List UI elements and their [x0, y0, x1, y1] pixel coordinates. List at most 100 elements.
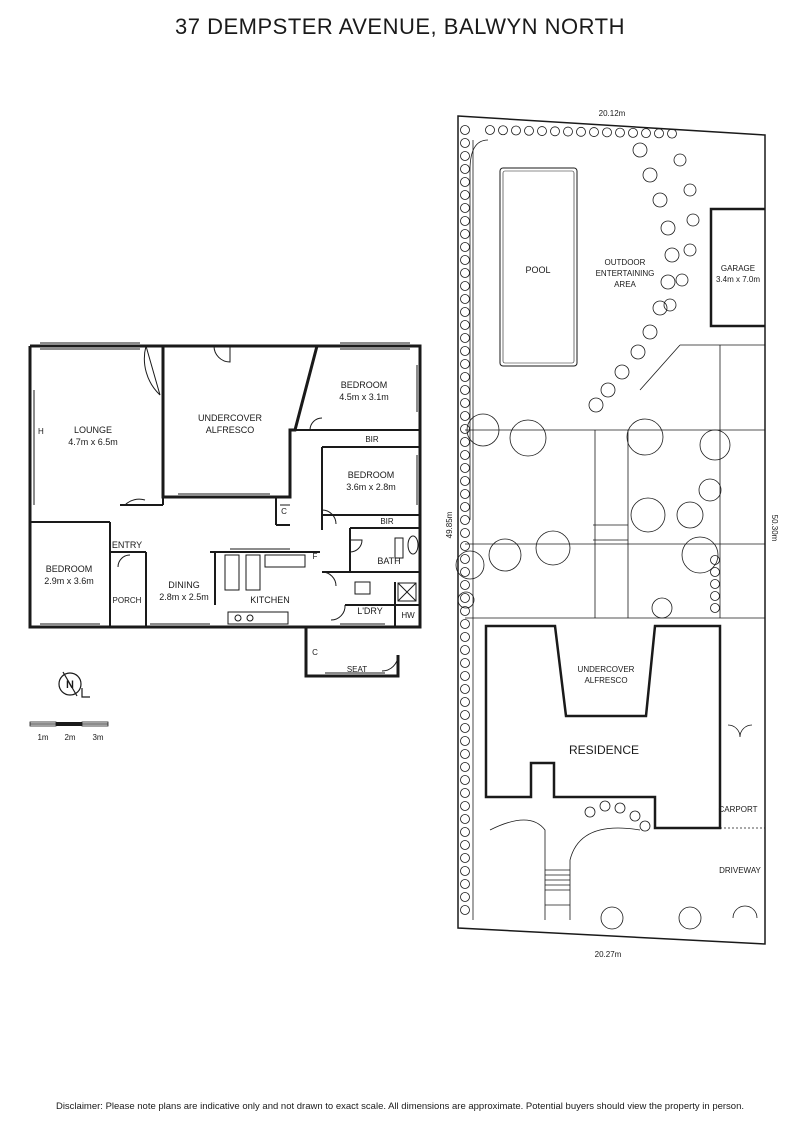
site-alfresco-1: UNDERCOVER: [578, 665, 635, 674]
tree: [678, 906, 702, 930]
hedge-shrub: [460, 684, 470, 694]
hedge-shrub: [589, 127, 599, 137]
pool-outline: [499, 167, 578, 367]
site-boundary: [457, 115, 766, 945]
hedge-shrub: [460, 359, 470, 369]
hedge-shrub: [460, 762, 470, 772]
hedge-shrub: [614, 802, 626, 814]
bedroom-2-size: 3.6m x 2.8m: [346, 482, 396, 492]
hedge-shrub: [654, 128, 664, 139]
c-2-label: C: [312, 648, 318, 657]
hedge-shrub: [460, 749, 470, 759]
entry-label: ENTRY: [112, 540, 142, 550]
hedge-shrub: [460, 710, 470, 720]
hedge-shrub: [460, 827, 470, 837]
hedge-shrub: [460, 671, 470, 681]
hedge-shrub: [460, 723, 470, 733]
floor-plan-kitchen-fixtures: [224, 535, 419, 625]
hedge-shrub: [460, 879, 470, 889]
hedge-shrub: [584, 806, 596, 818]
tree: [535, 530, 571, 566]
hedge-shrub: [460, 411, 470, 421]
hedge-shrub: [615, 127, 625, 138]
hedge-shrub: [588, 397, 604, 413]
garden-paths: [465, 139, 765, 920]
hedge-shrub: [686, 213, 700, 227]
hedge-shrub: [460, 268, 470, 278]
hedge-shrub: [460, 840, 470, 850]
hedges-and-trees: [455, 125, 731, 930]
hedge-shrub: [498, 125, 508, 136]
hedge-shrub: [460, 489, 470, 499]
bath-label: BATH: [377, 556, 400, 566]
hedge-shrub: [460, 190, 470, 200]
hedge-shrub: [460, 307, 470, 317]
residence-label: RESIDENCE: [569, 743, 639, 757]
scale-bar: 1m 2m 3m: [29, 721, 109, 742]
tree: [651, 597, 673, 619]
hedge-shrub: [460, 281, 470, 291]
hedge-shrub: [460, 138, 470, 148]
hedge-shrub: [639, 820, 651, 832]
hedge-shrub: [632, 142, 648, 158]
dim-left: 49.85m: [445, 511, 454, 538]
gates: [727, 724, 758, 919]
hedge-shrub: [460, 151, 470, 161]
scale-1m: 1m: [37, 733, 48, 742]
bedroom-2-label: BEDROOM: [348, 470, 395, 480]
hedge-shrub: [630, 344, 646, 360]
hedge-shrub: [460, 567, 470, 577]
f-label: F: [313, 552, 318, 561]
floor-plan-outer-wall: [28, 344, 422, 629]
hedge-shrub: [460, 450, 470, 460]
hedge-shrub: [460, 814, 470, 824]
hedge-shrub: [460, 554, 470, 564]
hedge-shrub: [460, 216, 470, 226]
hedge-shrub: [460, 476, 470, 486]
hedge-shrub: [675, 273, 689, 287]
tree: [676, 501, 704, 529]
hedge-shrub: [460, 580, 470, 590]
tree: [630, 497, 666, 533]
site-alfresco-2: ALFRESCO: [584, 676, 627, 685]
hedge-shrub: [683, 243, 697, 257]
outdoor-label-2: ENTERTAINING: [596, 269, 655, 278]
c-1-label: C: [281, 507, 287, 516]
tree: [457, 591, 475, 609]
hedge-shrub: [614, 364, 630, 380]
hedge-shrub: [683, 183, 697, 197]
dim-bottom: 20.27m: [595, 950, 622, 959]
hedge-shrub: [663, 298, 677, 312]
hedge-shrub: [460, 645, 470, 655]
tree: [626, 418, 664, 456]
lounge-label: LOUNGE: [74, 425, 112, 435]
h-label: H: [38, 427, 44, 436]
floor-plan-doors: [117, 345, 399, 672]
floor-plan-interior-walls: [30, 429, 420, 627]
hedge-shrub: [576, 126, 586, 137]
hedge-shrub: [460, 320, 470, 330]
tree: [699, 429, 731, 461]
hedge-shrub: [460, 593, 470, 603]
alfresco-label: UNDERCOVER: [198, 413, 263, 423]
tree: [455, 550, 485, 580]
outdoor-label-3: AREA: [614, 280, 636, 289]
hedge-shrub: [629, 810, 641, 822]
tree: [488, 538, 522, 572]
page-title: 37 DEMPSTER AVENUE, BALWYN NORTH: [175, 14, 625, 39]
residence-outline: [484, 624, 722, 830]
garage-outline: [709, 207, 765, 328]
hedge-shrub: [460, 294, 470, 304]
hedge-shrub: [524, 125, 534, 136]
hedge-shrub: [563, 126, 573, 137]
bedroom-1-size: 4.5m x 3.1m: [339, 392, 389, 402]
hedge-shrub: [537, 126, 547, 136]
hedge-shrub: [599, 800, 611, 812]
hedge-shrub: [460, 515, 470, 525]
hedge-shrub: [460, 606, 470, 616]
hedge-shrub: [652, 300, 668, 316]
hedge-shrub: [460, 528, 470, 538]
hedge-shrub: [511, 125, 521, 136]
bir-2-label: BIR: [380, 517, 394, 526]
